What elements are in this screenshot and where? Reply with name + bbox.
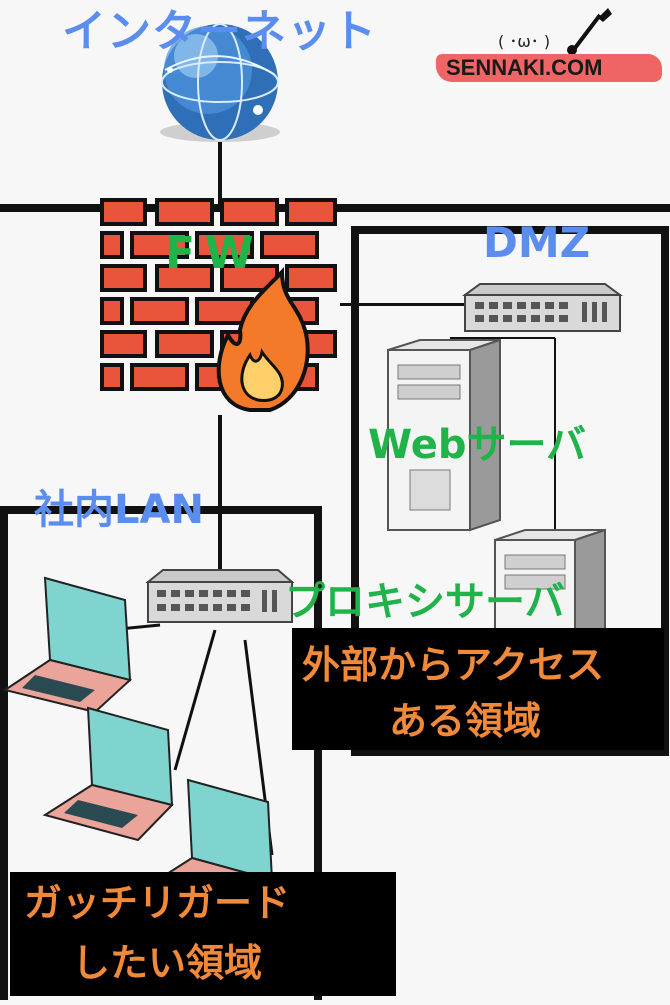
dmz-note-background	[292, 628, 664, 750]
globe-icon	[160, 23, 280, 142]
lan-frame	[0, 506, 322, 1000]
server-icon	[387, 338, 501, 532]
brand-face: ( ･ω･ )	[498, 32, 551, 51]
internet-label: インターネット	[62, 6, 377, 57]
flame-icon	[216, 266, 310, 412]
lan-note-background	[10, 872, 396, 996]
dmz-label: DMZ	[483, 218, 591, 267]
internet-link-line	[218, 140, 222, 210]
laptop-icon	[42, 706, 174, 842]
fw-dmz-line	[340, 303, 480, 306]
lan-label: 社内LAN	[34, 487, 204, 533]
fw-lan-line	[218, 415, 222, 580]
firewall-label: FW	[165, 228, 264, 279]
proxy-server-label: プロキシサーバ	[285, 579, 565, 625]
lan-note-line1: ガッチリガード	[24, 881, 291, 925]
brand-name: SENNAKI.COM	[446, 55, 603, 80]
laptop-icon	[2, 576, 133, 714]
brand-bar	[436, 54, 662, 82]
brand-watermark: ( ･ω･ ) SENNAKI.COM	[436, 28, 662, 88]
dmz-frame	[351, 226, 669, 756]
brush-icon	[567, 8, 612, 55]
web-server-label: Webサーバ	[368, 422, 587, 468]
dmz-note-line2: ある領域	[389, 699, 542, 743]
switch-icon	[145, 569, 295, 623]
switch-icon	[461, 283, 624, 332]
lan-note-line2: したい領域	[72, 941, 263, 985]
lan-link	[173, 629, 217, 771]
dmz-note-line1: 外部からアクセス	[302, 643, 605, 687]
